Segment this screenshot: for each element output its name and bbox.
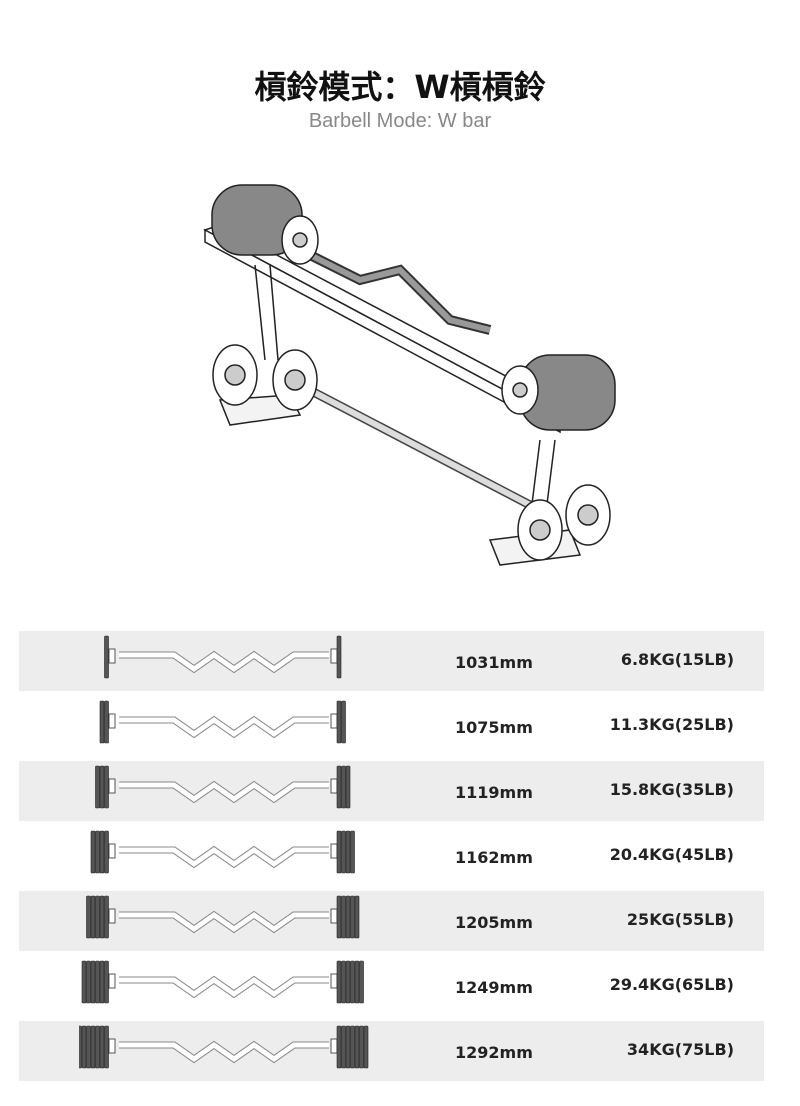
plate <box>95 765 100 809</box>
table-row: 1249mm 29.4KG(65LB) <box>19 956 764 1016</box>
plate <box>90 960 96 1004</box>
plate <box>341 895 346 939</box>
plate <box>336 1025 342 1069</box>
plate <box>95 895 100 939</box>
weight-table: 1031mm 6.8KG(15LB) 1075mm 11.3KG(25LB) 1119m… <box>19 631 764 1086</box>
plate <box>95 1025 100 1069</box>
barbell-diagram <box>104 635 342 679</box>
plate <box>79 1025 82 1069</box>
plate <box>99 700 105 744</box>
barbell-diagram <box>99 700 346 744</box>
bar-weight: 20.4KG(45LB) <box>609 845 734 864</box>
plate <box>99 765 105 809</box>
plate <box>345 765 351 809</box>
bar-length: 1075mm <box>455 718 533 737</box>
plate <box>104 895 109 939</box>
plate <box>354 895 360 939</box>
plate <box>359 1025 364 1069</box>
plate <box>104 1025 109 1069</box>
plate <box>350 830 355 874</box>
plate <box>104 830 109 874</box>
bar-weight: 25KG(55LB) <box>626 910 734 929</box>
plate <box>341 765 346 809</box>
barbell-diagram <box>81 960 364 1004</box>
plate <box>95 830 100 874</box>
page-subtitle: Barbell Mode: W bar <box>308 110 492 132</box>
plate <box>359 960 364 1004</box>
plate <box>341 1025 346 1069</box>
table-row: 1075mm 11.3KG(25LB) <box>19 696 764 756</box>
plate <box>104 700 109 744</box>
barbell-diagram <box>79 1025 369 1069</box>
table-row: 1162mm 20.4KG(45LB) <box>19 826 764 886</box>
plate <box>104 765 109 809</box>
plate <box>99 960 105 1004</box>
plate <box>90 1025 96 1069</box>
plate <box>354 1025 360 1069</box>
bar-length: 1205mm <box>455 913 533 932</box>
barbell-diagram <box>86 895 360 939</box>
bar-length: 1031mm <box>455 653 533 672</box>
bar-length: 1119mm <box>455 783 533 802</box>
bar-length: 1162mm <box>455 848 533 867</box>
bar-length: 1249mm <box>455 978 533 997</box>
plate <box>363 1025 369 1069</box>
bar-weight: 34KG(75LB) <box>626 1040 734 1059</box>
table-row: 1031mm 6.8KG(15LB) <box>19 631 764 691</box>
table-row: 1205mm 25KG(55LB) <box>19 891 764 951</box>
plate <box>336 635 342 679</box>
plate <box>86 1025 91 1069</box>
plate <box>81 960 87 1004</box>
plate <box>99 1025 105 1069</box>
barbell-diagram <box>90 830 355 874</box>
table-row: 1119mm 15.8KG(35LB) <box>19 761 764 821</box>
plate <box>90 830 96 874</box>
table-row: 1292mm 34KG(75LB) <box>19 1021 764 1081</box>
plate <box>336 830 342 874</box>
bar-weight: 15.8KG(35LB) <box>609 780 734 799</box>
plate <box>336 960 342 1004</box>
plate <box>104 960 109 1004</box>
plate <box>345 895 351 939</box>
plate <box>345 830 351 874</box>
plate <box>350 1025 355 1069</box>
plate <box>336 765 342 809</box>
lower-bar <box>297 381 533 509</box>
plate <box>99 895 105 939</box>
plate <box>345 960 351 1004</box>
page-title: 槓鈴模式：W槓槓鈴 <box>254 68 546 106</box>
plate <box>336 700 342 744</box>
plate <box>104 635 109 679</box>
plate <box>99 830 105 874</box>
plate <box>81 1025 87 1069</box>
barbell-diagram <box>95 765 351 809</box>
plate <box>350 895 355 939</box>
plate <box>354 960 360 1004</box>
plate <box>341 830 346 874</box>
bar-weight: 11.3KG(25LB) <box>609 715 734 734</box>
w-bar-rack-illustration <box>203 184 616 566</box>
plate <box>336 895 342 939</box>
plate <box>345 1025 351 1069</box>
plate <box>86 960 91 1004</box>
bar-length: 1292mm <box>455 1043 533 1062</box>
plate <box>86 895 91 939</box>
plate <box>95 960 100 1004</box>
plate <box>341 700 346 744</box>
plate <box>350 960 355 1004</box>
plate <box>341 960 346 1004</box>
bar-weight: 29.4KG(65LB) <box>609 975 734 994</box>
plate <box>90 895 96 939</box>
bar-weight: 6.8KG(15LB) <box>620 650 734 669</box>
